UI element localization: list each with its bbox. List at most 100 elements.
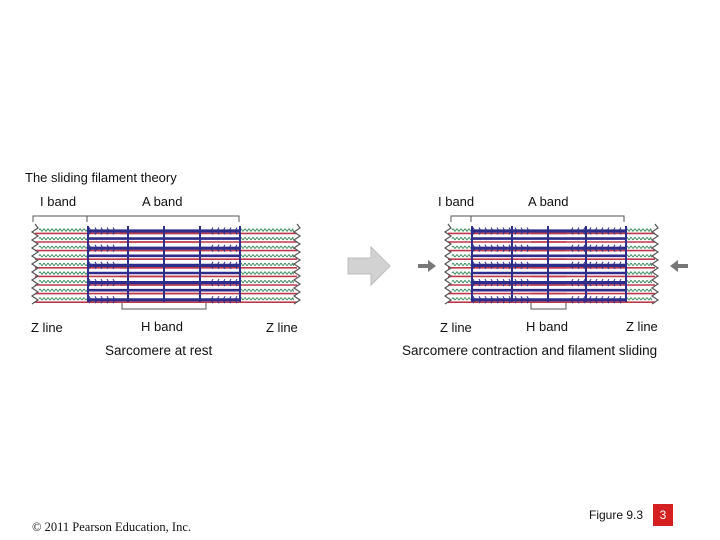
myosin-head (576, 296, 580, 301)
myosin-head (594, 296, 598, 301)
myosin-head (508, 296, 512, 301)
contracted-h-band-bracket (530, 303, 567, 310)
myosin-head (594, 247, 598, 252)
titin-spring (451, 237, 473, 241)
myosin-head (222, 227, 226, 232)
myosin-head (222, 296, 226, 301)
myosin-head (228, 265, 232, 270)
rest-caption: Sarcomere at rest (105, 343, 213, 358)
z-line (292, 223, 302, 305)
myosin-head (490, 247, 494, 252)
myosin-head (472, 230, 476, 235)
myosin-head (88, 265, 92, 270)
myosin-head (570, 299, 574, 304)
myosin-head (496, 278, 500, 283)
myosin-head (570, 247, 574, 252)
figure-label: Figure 9.3 (589, 508, 644, 522)
myosin-head (106, 261, 110, 266)
myosin-head (478, 244, 482, 249)
myosin-head (582, 261, 586, 266)
myosin-head (216, 265, 220, 270)
myosin-head (94, 227, 98, 232)
myosin-head (588, 278, 592, 283)
myosin-head (100, 296, 104, 301)
figure-title: The sliding filament theory (25, 170, 177, 185)
myosin-head (88, 247, 92, 252)
myosin-head (88, 299, 92, 304)
myosin-head (576, 299, 580, 304)
titin-spring (451, 288, 473, 292)
rest-a-band-bracket (86, 215, 240, 222)
myosin-head (210, 265, 214, 270)
myosin-head (606, 230, 610, 235)
rest-i-band-label: I band (40, 194, 77, 209)
myosin-head (94, 261, 98, 266)
myosin-head (100, 261, 104, 266)
myosin-head (478, 247, 482, 252)
myosin-head (210, 230, 214, 235)
myosin-head (520, 278, 524, 283)
titin-spring (625, 271, 652, 275)
myosin-head (88, 282, 92, 287)
titin-spring (239, 280, 294, 284)
myosin-head (600, 282, 604, 287)
myosin-head (478, 296, 482, 301)
myosin-head (606, 299, 610, 304)
myosin-head (478, 230, 482, 235)
myosin-head (100, 282, 104, 287)
myosin-head (588, 227, 592, 232)
myosin-head (576, 227, 580, 232)
myosin-head (508, 265, 512, 270)
myosin-head (94, 244, 98, 249)
titin-spring (239, 228, 294, 232)
titin-spring (451, 254, 473, 258)
myosin-head (600, 244, 604, 249)
titin-spring (625, 288, 652, 292)
myosin-head (478, 278, 482, 283)
contracted-i-band-label: I band (438, 194, 475, 209)
myosin-head (508, 227, 512, 232)
myosin-head (112, 299, 116, 304)
myosin-head (612, 296, 616, 301)
myosin-head (496, 261, 500, 266)
myosin-head (228, 244, 232, 249)
titin-spring (625, 262, 652, 266)
myosin-head (228, 282, 232, 287)
myosin-head (600, 265, 604, 270)
myosin-head (216, 299, 220, 304)
myosin-head (94, 282, 98, 287)
myosin-head (594, 227, 598, 232)
myosin-head (508, 230, 512, 235)
myosin-head (520, 282, 524, 287)
myosin-head (514, 282, 518, 287)
myosin-head (600, 261, 604, 266)
myosin-head (234, 261, 238, 266)
myosin-head (594, 282, 598, 287)
myosin-head (490, 282, 494, 287)
myosin-head (582, 247, 586, 252)
myosin-head (508, 278, 512, 283)
myosin-head (106, 282, 110, 287)
left-force-arrow-icon (418, 260, 436, 272)
myosin-head (526, 299, 530, 304)
myosin-head (496, 227, 500, 232)
titin-spring (625, 254, 652, 258)
rest-h-band-bracket (121, 303, 207, 310)
myosin-head (472, 299, 476, 304)
myosin-head (106, 299, 110, 304)
myosin-head (582, 265, 586, 270)
myosin-head (234, 299, 238, 304)
myosin-head (94, 230, 98, 235)
myosin-head (570, 261, 574, 266)
myosin-head (496, 230, 500, 235)
myosin-head (94, 299, 98, 304)
myosin-head (106, 296, 110, 301)
myosin-head (570, 296, 574, 301)
myosin-head (502, 299, 506, 304)
myosin-head (490, 278, 494, 283)
myosin-head (478, 265, 482, 270)
myosin-head (234, 278, 238, 283)
titin-spring (451, 271, 473, 275)
myosin-head (618, 299, 622, 304)
